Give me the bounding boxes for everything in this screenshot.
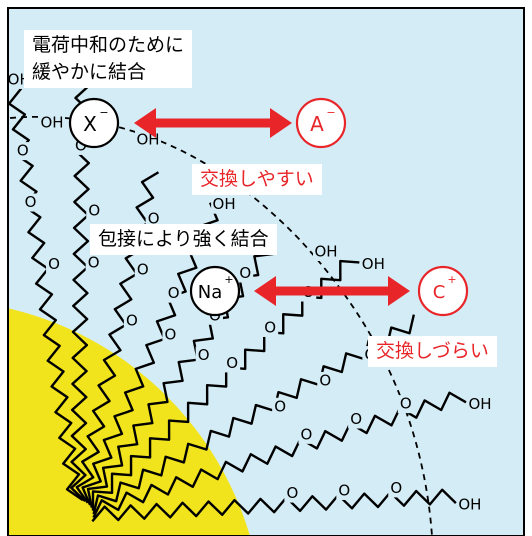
- chain-1-ether-2: O: [25, 193, 37, 211]
- hydroxyl-near-anion-left: OH: [40, 114, 63, 132]
- chain-2-ether-2-bg: [86, 202, 103, 221]
- chain-8-ether-2: O: [350, 410, 362, 428]
- anion-bound-charge: −: [99, 106, 108, 119]
- chain-9-hydroxyl-bg: [456, 496, 483, 515]
- hydroxyl-near-anion-left-bg: [39, 114, 65, 132]
- chain-8-ether-3: O: [400, 395, 412, 413]
- chain-8-ether-1: O: [301, 425, 313, 443]
- chain-8-hydroxyl-bg: [467, 395, 494, 414]
- chain-5-ether-1-bg: [195, 346, 212, 365]
- anion-bound-label: X: [83, 112, 97, 136]
- cation-bound: Na +: [189, 265, 241, 317]
- chain-6-ether-1: O: [226, 354, 238, 372]
- chain-8-ether-2-bg: [348, 410, 365, 429]
- chain-3-ether-2: O: [137, 260, 149, 278]
- chain-1-ether-2-bg: [22, 193, 39, 212]
- hydroxyl-near-anion-right: OH: [136, 131, 159, 149]
- chain-6-ether-1-bg: [224, 354, 241, 373]
- chain-6-hydroxyl-bg: [360, 255, 387, 274]
- chain-7-ether-2-bg: [317, 371, 334, 390]
- chain-3-ether-2-bg: [134, 260, 151, 279]
- chain-8-hydroxyl: OH: [468, 395, 491, 413]
- chain-9-ether-2-bg: [336, 481, 353, 500]
- chain-1-ether-1-bg: [46, 255, 63, 274]
- chain-4-hydroxyl-bg: [211, 195, 238, 214]
- chain-9-ether-2: O: [338, 481, 350, 499]
- chain-6-ether-2: O: [264, 318, 276, 336]
- chain-4-hydroxyl: OH: [213, 195, 236, 213]
- chain-2-ether-3: O: [75, 136, 87, 154]
- chain-5-ether-3: O: [239, 264, 251, 282]
- anion-free: A −: [295, 97, 347, 149]
- anion-free-label: A: [310, 112, 324, 136]
- chain-4-ether-2-bg: [165, 284, 182, 303]
- exchange-arrow-cation: [254, 276, 410, 306]
- chain-5-ether-3-bg: [237, 264, 254, 283]
- label-exchange-hard-text: 交換しづらい: [376, 340, 489, 362]
- label-loose-binding: 電荷中和のために 緩やかに結合: [24, 30, 193, 88]
- chain-3-ether-3: O: [148, 210, 160, 228]
- chain-9-ether-1-bg: [284, 484, 301, 503]
- chain-2-ether-2: O: [88, 202, 100, 220]
- chain-7-ether-1-bg: [272, 397, 289, 416]
- chain-2-ether-1: O: [88, 254, 100, 272]
- diagram-frame: [7, 7, 525, 536]
- chain-6-ether-2-bg: [262, 318, 279, 337]
- cation-free-charge: +: [447, 273, 456, 286]
- chain-9-ether-3: O: [390, 479, 402, 497]
- chain-4-ether-2: O: [168, 284, 180, 302]
- label-strong-binding-text: 包接により強く結合: [98, 228, 269, 250]
- chain-3-ether-3-bg: [145, 210, 162, 229]
- chain-3-ether-1: O: [126, 311, 138, 329]
- cation-bound-label: Na: [198, 282, 223, 303]
- cation-bound-charge: +: [224, 273, 233, 286]
- chain-7-ether-1: O: [274, 397, 286, 415]
- chain-6-hydroxyl: OH: [362, 255, 385, 273]
- micelle-boundary: [9, 116, 433, 536]
- label-loose-binding-line1: 電荷中和のために: [32, 34, 185, 56]
- anion-free-charge: −: [326, 106, 335, 119]
- chain-8-ether-3-bg: [397, 395, 414, 414]
- label-loose-binding-line2: 緩やかに結合: [32, 61, 147, 83]
- micelle-core: [8, 308, 250, 536]
- chain-7-ether-2: O: [319, 371, 331, 389]
- chain-1-ether-3: O: [17, 142, 29, 160]
- chain-9-hydroxyl: OH: [458, 496, 481, 514]
- hydroxyl-near-cation-bg: [313, 243, 339, 261]
- chain-4-ether-1-bg: [162, 325, 179, 344]
- anion-bound: X −: [68, 97, 120, 149]
- label-strong-binding: 包接により強く結合: [90, 224, 277, 255]
- chain-3-ether-1-bg: [123, 311, 140, 330]
- label-exchange-easy: 交換しやすい: [192, 164, 322, 195]
- label-exchange-easy-text: 交換しやすい: [200, 168, 314, 190]
- chain-5-ether-1: O: [198, 346, 210, 364]
- chain-9-ether-1: O: [286, 484, 298, 502]
- chain-9-ether-3-bg: [388, 479, 405, 498]
- cation-free: C +: [417, 265, 469, 317]
- chain-4-ether-1: O: [165, 325, 177, 343]
- label-exchange-hard: 交換しづらい: [368, 336, 497, 367]
- chain-8-ether-1-bg: [298, 425, 315, 444]
- chain-2-ether-1-bg: [85, 254, 102, 273]
- exchange-arrow-anion: [134, 108, 292, 138]
- chain-1-ether-3-bg: [14, 142, 31, 161]
- chain-1-ether-1: O: [48, 255, 60, 273]
- hydroxyl-near-cation: OH: [314, 243, 337, 261]
- cation-free-label: C: [433, 282, 446, 303]
